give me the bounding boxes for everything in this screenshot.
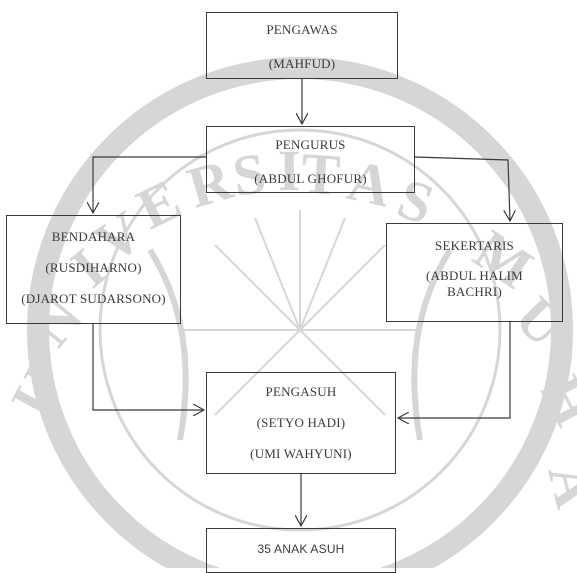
- node-pengasuh-name-1: (SETYO HADI): [256, 415, 346, 430]
- node-sekertaris-name-line-1: (ABDUL HALIM: [426, 268, 523, 283]
- edge-bendahara-pengasuh: [92, 324, 204, 410]
- node-pengurus-title: PENGURUS: [275, 137, 346, 152]
- node-pengurus: PENGURUS (ABDUL GHOFUR): [206, 126, 415, 193]
- node-sekertaris-name-line-2: BACHRI): [447, 284, 502, 299]
- node-pengawas-name: (MAHFUD): [268, 56, 336, 71]
- seal-inner-ring: [98, 128, 502, 532]
- svg-text:T: T: [299, 140, 342, 208]
- edge-pengurus-sekertaris: [414, 156, 510, 221]
- node-bendahara-title: BENDAHARA: [51, 229, 136, 244]
- seal-leaf-left: [147, 248, 189, 441]
- seal-rays: [180, 210, 420, 416]
- seal-lettering: U N I V E R S I T A S M U H A: [0, 138, 577, 514]
- node-pengasuh-name-2: (UMI WAHYUNI): [250, 446, 352, 461]
- node-pengawas-title: PENGAWAS: [266, 22, 338, 37]
- svg-text:I: I: [278, 138, 301, 203]
- node-bendahara: BENDAHARA (RUSDIHARNO) (DJAROT SUDARSONO…: [6, 215, 181, 324]
- node-anak-asuh-title: 35 ANAK ASUH: [257, 542, 345, 556]
- edge-sekertaris-pengasuh: [398, 322, 511, 418]
- seal-outer-ring: [27, 57, 573, 568]
- seal-stars: [147, 540, 455, 550]
- node-sekertaris: SEKERTARIS (ABDUL HALIM BACHRI): [386, 223, 563, 322]
- node-bendahara-name-2: (DJAROT SUDARSONO): [21, 291, 166, 306]
- node-pengawas: PENGAWAS (MAHFUD): [206, 12, 398, 79]
- node-pengasuh-title: PENGASUH: [265, 384, 337, 399]
- node-pengurus-name: (ABDUL GHOFUR): [254, 171, 367, 186]
- node-anak-asuh: 35 ANAK ASUH: [206, 528, 396, 573]
- node-sekertaris-title: SEKERTARIS: [435, 238, 514, 253]
- seal-leaf-right: [411, 248, 453, 441]
- node-bendahara-name-1: (RUSDIHARNO): [45, 260, 142, 275]
- edge-pengurus-bendahara: [93, 156, 206, 213]
- node-pengasuh: PENGASUH (SETYO HADI) (UMI WAHYUNI): [206, 372, 396, 474]
